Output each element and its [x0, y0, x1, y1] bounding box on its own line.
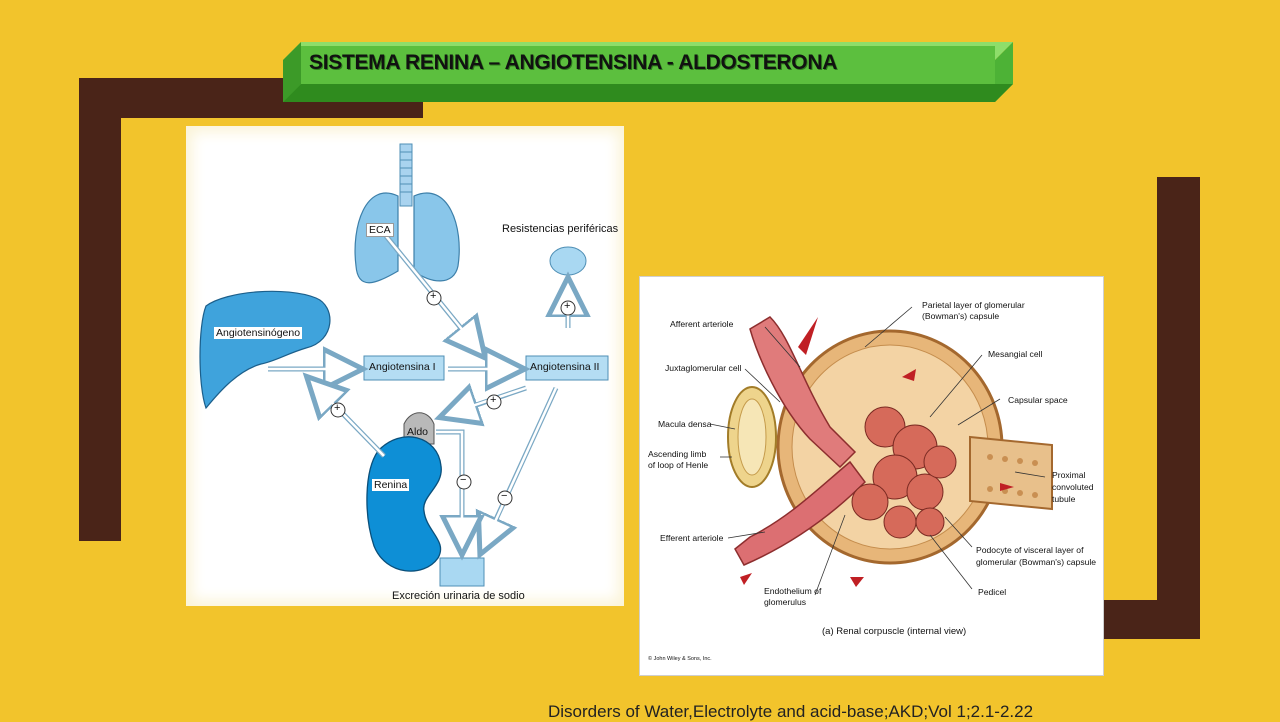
plus-sign-1: +: [430, 290, 437, 302]
plus-sign-4: +: [334, 402, 341, 414]
pedicel-label: Pedicel: [978, 587, 1007, 597]
afferent-label: Afferent arteriole: [670, 319, 734, 329]
mesangial-label: Mesangial cell: [988, 349, 1043, 359]
efferent-label: Efferent arteriole: [660, 533, 724, 543]
juxta-label: Juxtaglomerular cell: [665, 363, 742, 373]
renal-corpuscle-diagram: Afferent arteriole Juxtaglomerular cell …: [639, 276, 1104, 676]
raas-diagram-drawing: [199, 143, 609, 587]
sodium-excretion-label: Excreción urinaria de sodio: [392, 590, 525, 602]
podocyte-label-1: Podocyte of visceral layer of: [976, 545, 1084, 555]
macula-label: Macula densa: [658, 419, 712, 429]
minus-sign-1: −: [460, 474, 467, 486]
title-banner: SISTEMA RENINA – ANGIOTENSINA - ALDOSTER…: [283, 42, 1013, 102]
renin-label: Renina: [372, 479, 410, 491]
parietal-label-1: Parietal layer of glomerular: [922, 300, 1025, 310]
plus-sign-2: +: [564, 300, 571, 312]
endothelium-label-2: glomerulus: [764, 597, 807, 607]
proximal-label-3: tubule: [1052, 494, 1076, 504]
copyright-text: © John Wiley & Sons, Inc.: [648, 656, 712, 662]
eca-label: ECA: [366, 223, 394, 237]
banner-shape: [283, 42, 1013, 102]
capsular-label: Capsular space: [1008, 395, 1068, 405]
podocyte-label-2: glomerular (Bowman's) capsule: [976, 557, 1097, 567]
figure-caption: (a) Renal corpuscle (internal view): [822, 626, 967, 637]
liver-shape: [199, 290, 331, 410]
proximal-label-2: convoluted: [1052, 482, 1094, 492]
raas-diagram: + + + + − − ECA Resistencias periféricas…: [186, 126, 624, 606]
peripheral-resistance-label: Resistencias periféricas: [502, 223, 619, 235]
endothelium-label-1: Endothelium of: [764, 586, 822, 596]
angiotensinogen-label: Angiotensinógeno: [214, 327, 303, 339]
angiotensin-2-label: Angiotensina II: [530, 361, 600, 373]
proximal-label-1: Proximal: [1052, 470, 1086, 480]
ascending-label-1: Ascending limb: [648, 449, 707, 459]
ascending-label-2: of loop of Henle: [648, 460, 709, 470]
plus-sign-3: +: [490, 394, 497, 406]
renal-corpuscle-drawing: [709, 306, 1053, 596]
lungs-shape: [354, 192, 399, 284]
slide-title: SISTEMA RENINA – ANGIOTENSINA - ALDOSTER…: [309, 51, 838, 74]
parietal-label-2: (Bowman's) capsule: [922, 311, 1000, 321]
aldo-label: Aldo: [407, 426, 429, 438]
right-bracket-side: [1157, 177, 1200, 639]
minus-sign-2: −: [501, 490, 508, 502]
citation: Disorders of Water,Electrolyte and acid-…: [548, 702, 1034, 721]
angiotensin-1-label: Angiotensina I: [369, 361, 436, 373]
kidney-shape: [366, 436, 442, 572]
left-bracket-side: [79, 78, 121, 541]
